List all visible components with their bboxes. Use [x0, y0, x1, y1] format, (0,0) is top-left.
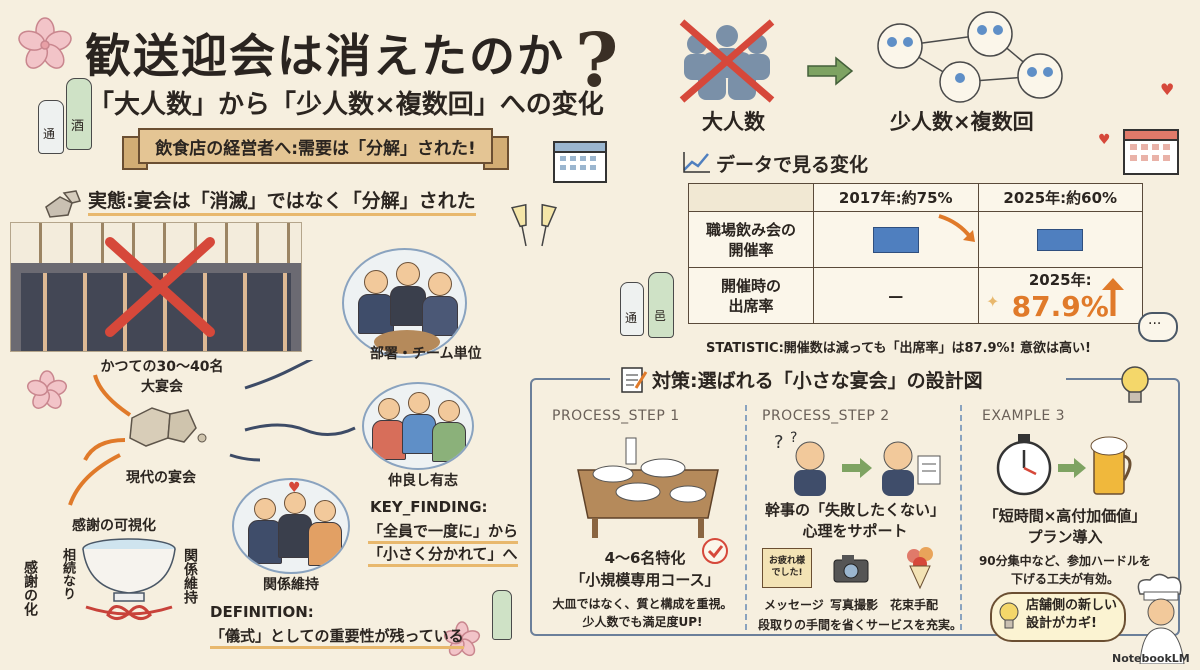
- watermark: NotebookLM: [1112, 652, 1190, 665]
- trend-chart-icon: [683, 152, 710, 173]
- step1-desc: 大皿ではなく、質と構成を重視。 少人数でも満足度UP!: [552, 597, 733, 629]
- sake-bottle-icon: 通: [620, 282, 644, 336]
- branch-friends-label: 仲良し有志: [388, 473, 458, 489]
- data-table: 2017年:約75% 2025年:約60% 職場飲み会の 開催率 開催時の 出席…: [688, 183, 1143, 324]
- branch-relationship-label: 関係維持: [263, 577, 319, 593]
- calendar-icon: [1123, 129, 1179, 175]
- team-unit-circle: [342, 248, 467, 358]
- service-photo: 写真撮影: [830, 598, 879, 612]
- step3-desc: 90分集中など、参加ハードルを 下げる工夫が有効。: [978, 554, 1152, 586]
- tofu-pieces-icon: [45, 190, 82, 218]
- gratitude-top-label: 感謝の可視化: [72, 518, 156, 534]
- question-mark: ?: [575, 18, 619, 104]
- friends-circle: [362, 382, 474, 470]
- step3-tag: EXAMPLE 3: [982, 408, 1066, 424]
- section-heading-solutions: 対策:選ばれる「小さな宴会」の設計図: [652, 370, 983, 392]
- branch-team-label: 部署・チーム単位: [370, 346, 482, 362]
- bowl-icon: [82, 538, 176, 620]
- flow-arrows: [68, 360, 356, 506]
- step2-desc: 段取りの手間を省くサービスを充実。: [758, 618, 963, 632]
- blossom-icon: [443, 621, 481, 657]
- sake-bottle-icon: 邑: [648, 272, 674, 338]
- gratitude-right-label: 関係維持: [182, 548, 198, 604]
- svg-text:?: ?: [774, 432, 784, 453]
- small-groups-label: 少人数×複数回: [890, 110, 1034, 134]
- key-finding-line1: 「全員で一度に」から: [368, 520, 519, 544]
- cell-2025-meeting-rate: [977, 211, 1143, 268]
- sparkle-icon: ✦: [986, 292, 1000, 311]
- lightbulb-icon: [1121, 366, 1149, 403]
- step2-tag: PROCESS_STEP 2: [762, 408, 890, 424]
- audience-ribbon: 飲食店の経営者へ:需要は「分解」された!: [122, 128, 509, 170]
- broken-tofu-icon: [129, 407, 207, 447]
- right-arrow-icon: [807, 56, 854, 86]
- section-heading-data: データで見る変化: [716, 154, 869, 176]
- column-2025: 2025年:約60%: [977, 183, 1143, 212]
- definition-label: DEFINITION:: [210, 603, 314, 621]
- heart-icon: ♥: [1098, 132, 1111, 148]
- step1-tag: PROCESS_STEP 1: [552, 408, 680, 424]
- calendar-icon: [553, 141, 607, 183]
- section-heading-reality: 実態:宴会は「消滅」ではなく「分解」された: [88, 186, 476, 216]
- red-cross-icon: [105, 237, 215, 337]
- blossom-icon: [26, 370, 68, 409]
- down-arrow-icon: [938, 214, 975, 242]
- ribbon-text: 飲食店の経営者へ:需要は「分解」された!: [155, 138, 476, 159]
- up-arrow-icon: [1102, 278, 1124, 316]
- row-meeting-rate: 職場飲み会の 開催率: [688, 211, 814, 268]
- sake-bottle-icon: 酒: [66, 78, 92, 150]
- chef-illustration: [1137, 573, 1185, 664]
- lightbulb-icon: [999, 602, 1019, 629]
- chef-bubble-text: 店舗側の新しい 設計がカギ!: [1026, 598, 1118, 631]
- cell-2017-attendance: —: [813, 267, 979, 324]
- blossom-icon: [18, 17, 72, 69]
- page-title: 歓送迎会は消えたのか: [85, 29, 565, 83]
- service-message: メッセージ: [764, 598, 824, 612]
- past-banquet-label: かつての30〜40名 大宴会: [100, 359, 224, 395]
- bouquet-icon: [907, 547, 933, 590]
- highlight-value: 87.9%: [1011, 289, 1109, 323]
- gratitude-middle-label: 相続なり: [60, 548, 75, 600]
- sake-bottle-icon: 通: [38, 100, 64, 154]
- timer-to-beer-illustration: [996, 434, 1132, 496]
- large-group-crossed-icon: [679, 19, 775, 103]
- definition-text: 「儀式」としての重要性が残っている: [210, 625, 464, 649]
- toast-glasses-icon: [511, 203, 557, 247]
- column-2017: 2017年:約75%: [813, 183, 979, 212]
- gratitude-left-label: 感謝の化: [22, 560, 38, 616]
- step2-title: 幹事の「失敗したくない」 心理をサポート: [764, 501, 945, 540]
- svg-text:?: ?: [790, 430, 797, 446]
- key-finding-label: KEY_FINDING:: [370, 498, 488, 516]
- modern-banquet-label: 現代の宴会: [126, 470, 196, 486]
- page-subtitle: 「大人数」から「少人数×複数回」への変化: [88, 90, 604, 120]
- step3-title: 「短時間×高付加価値」 プラン導入: [983, 507, 1147, 546]
- chat-bubble-icon: ···: [1138, 312, 1178, 342]
- row-attendance-rate: 開催時の 出席率: [688, 267, 814, 324]
- worried-to-happy-illustration: ??: [774, 430, 941, 496]
- dining-table-illustration: [577, 437, 719, 538]
- relationship-circle: ♥: [232, 478, 350, 574]
- notepad-icon: [621, 367, 648, 393]
- key-finding-line2: 「小さく分かれて」へ: [368, 543, 518, 567]
- service-bouquet: 花束手配: [890, 598, 939, 612]
- step1-title: 4〜6名特化 「小規模専用コース」: [570, 549, 720, 589]
- message-card: お疲れ様 でした!: [762, 548, 812, 588]
- heart-icon: ♥: [1160, 80, 1175, 99]
- checkmark-badge-icon: [702, 538, 728, 564]
- sake-bottle-icon: [492, 590, 512, 640]
- camera-icon: [833, 555, 869, 583]
- small-groups-network-icon: [877, 11, 1063, 103]
- highlight-year: 2025年:: [1028, 270, 1092, 289]
- statistic-text: STATISTIC:開催数は減っても「出席率」は87.9%! 意欲は高い!: [706, 341, 1091, 356]
- large-group-label: 大人数: [702, 110, 765, 134]
